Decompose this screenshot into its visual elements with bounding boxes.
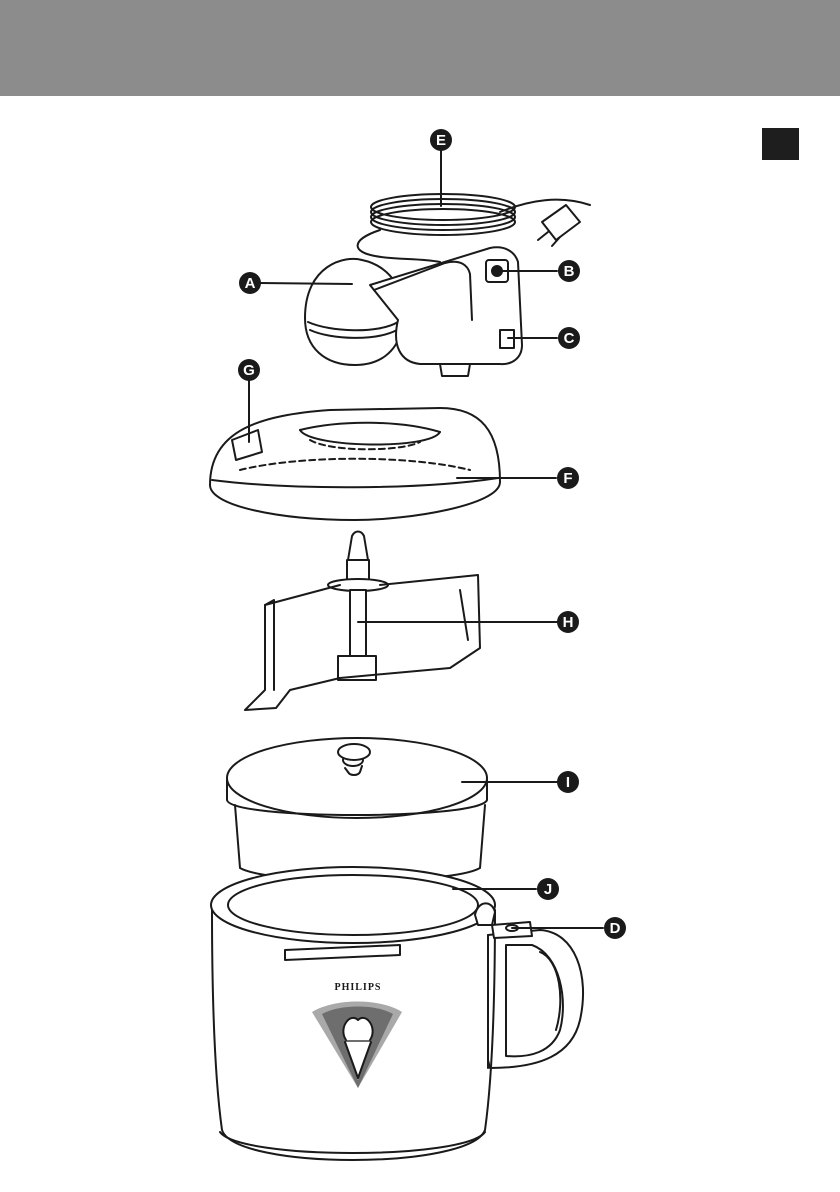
svg-text:G: G [243, 362, 255, 379]
svg-text:J: J [544, 881, 552, 898]
callout-f: F [557, 467, 579, 489]
motor-unit [305, 247, 522, 376]
callout-d: D [604, 917, 626, 939]
callout-h: H [557, 611, 579, 633]
callout-e: E [430, 129, 452, 151]
svg-text:B: B [564, 263, 575, 280]
svg-text:C: C [564, 330, 575, 347]
svg-text:I: I [566, 774, 570, 791]
svg-text:A: A [245, 275, 256, 292]
callout-i: I [557, 771, 579, 793]
freezer-bowl [227, 738, 487, 881]
callout-c: C [558, 327, 580, 349]
callout-a: A [239, 272, 261, 294]
brand-label: PHILIPS [334, 982, 381, 993]
lid [210, 408, 500, 520]
svg-text:D: D [610, 920, 621, 937]
callout-g: G [238, 359, 260, 381]
callout-j: J [537, 878, 559, 900]
callout-b: B [558, 260, 580, 282]
svg-text:F: F [563, 470, 572, 487]
paddle [245, 532, 480, 711]
power-cord [358, 194, 590, 262]
svg-text:H: H [563, 614, 574, 631]
svg-text:E: E [436, 132, 446, 149]
